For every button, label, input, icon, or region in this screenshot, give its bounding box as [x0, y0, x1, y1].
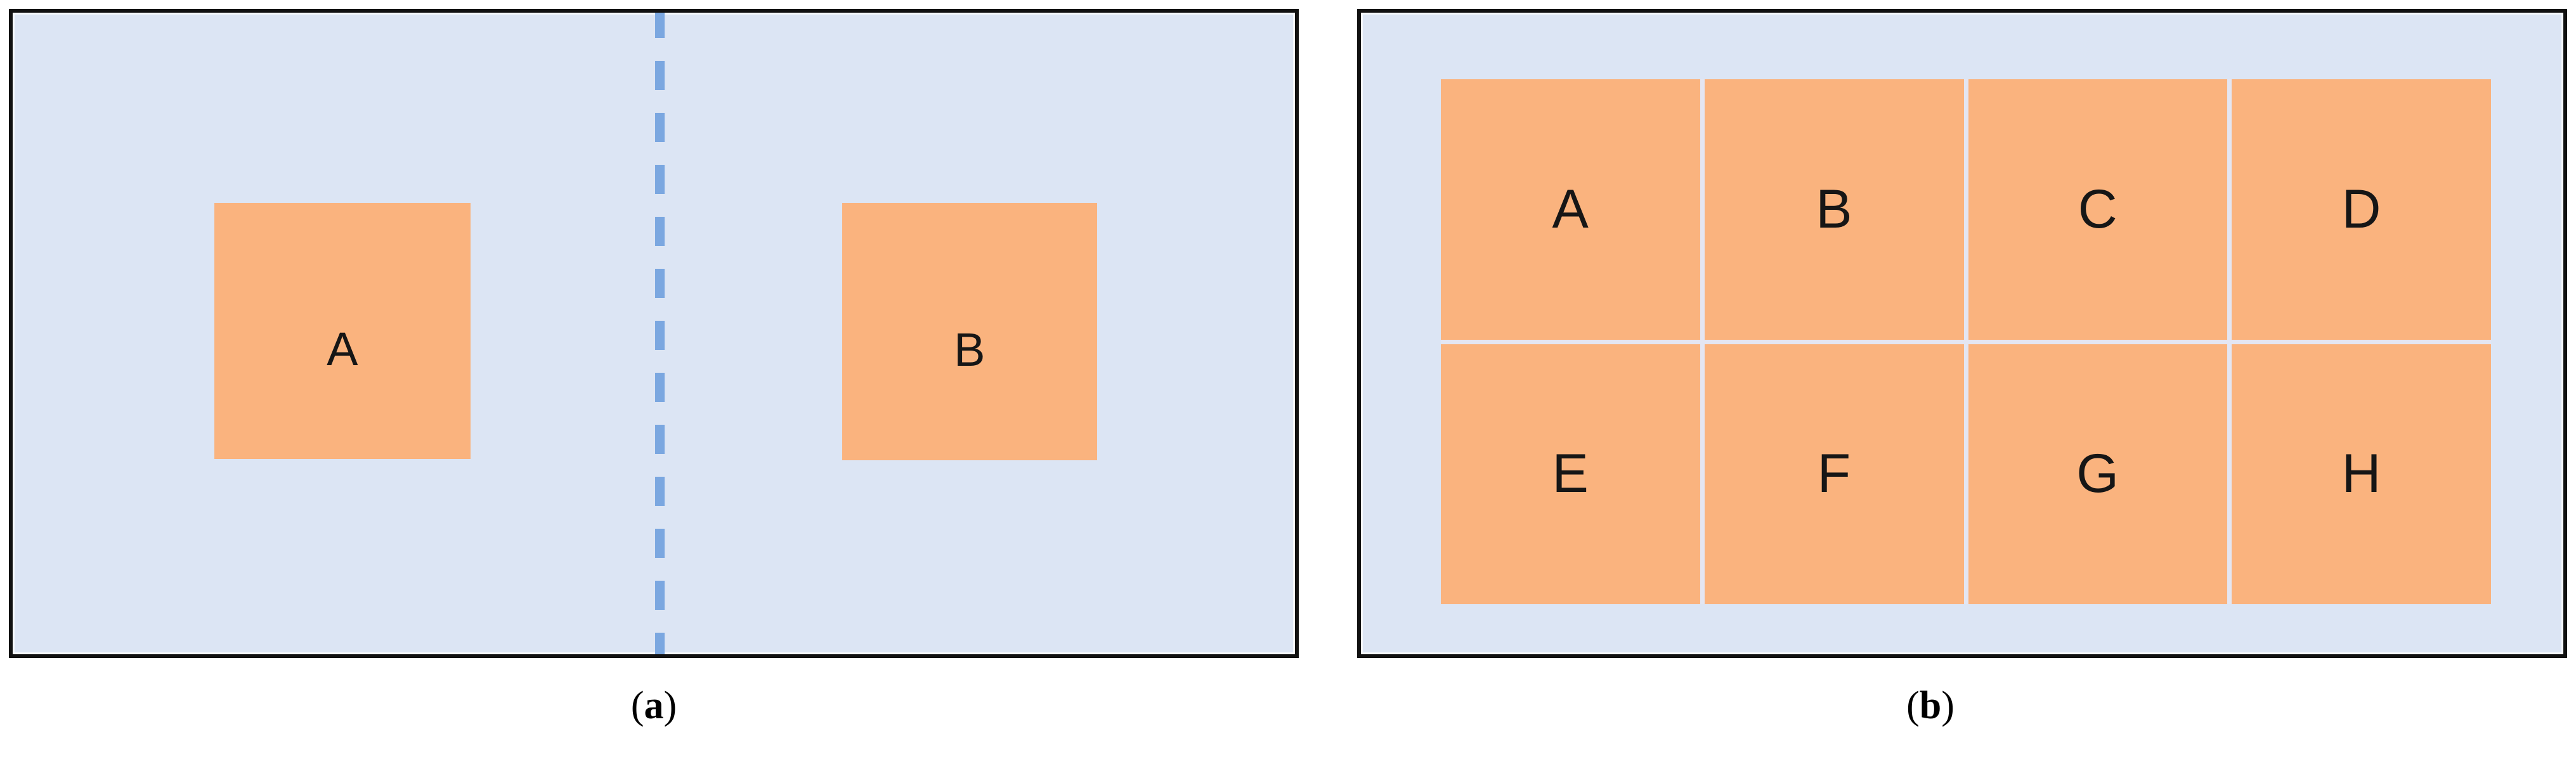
- cell-grid: A B C D E F G H: [1441, 79, 2491, 604]
- grid-cell: C: [1968, 79, 2228, 340]
- grid-cell-label: H: [2341, 443, 2381, 505]
- grid-cell-label: E: [1552, 443, 1589, 505]
- grid-cell-label: D: [2341, 178, 2381, 240]
- panel-b: A B C D E F G H: [1357, 9, 2567, 658]
- panel-a: A B: [9, 9, 1299, 658]
- dashed-split-line: [655, 13, 665, 654]
- block-a-label: A: [327, 322, 358, 375]
- grid-cell-label: C: [2078, 178, 2118, 240]
- caption-a-close-paren: ): [663, 684, 677, 727]
- panel-a-inner-bevel: [13, 13, 1295, 654]
- caption-a-letter: a: [644, 684, 664, 727]
- grid-cell: F: [1704, 344, 1964, 604]
- caption-b-open-paren: (: [1906, 684, 1920, 727]
- grid-cell: G: [1968, 344, 2228, 604]
- caption-a-open-paren: (: [630, 684, 644, 727]
- block-b-label: B: [954, 323, 986, 376]
- grid-cell: E: [1441, 344, 1700, 604]
- grid-cell-label: G: [2076, 443, 2119, 505]
- caption-b-close-paren: ): [1941, 684, 1955, 727]
- grid-cell: B: [1704, 79, 1964, 340]
- grid-cell: D: [2232, 79, 2491, 340]
- block-b: B: [842, 203, 1097, 460]
- grid-cell: H: [2232, 344, 2491, 604]
- caption-b-letter: b: [1919, 684, 1942, 727]
- grid-cell-label: A: [1552, 178, 1589, 240]
- grid-cell: A: [1441, 79, 1700, 340]
- caption-panel-a: (a): [0, 686, 1308, 725]
- block-a: A: [214, 203, 471, 459]
- grid-cell-label: F: [1817, 443, 1851, 505]
- grid-cell-label: B: [1816, 178, 1853, 240]
- caption-panel-b: (b): [1325, 686, 2535, 725]
